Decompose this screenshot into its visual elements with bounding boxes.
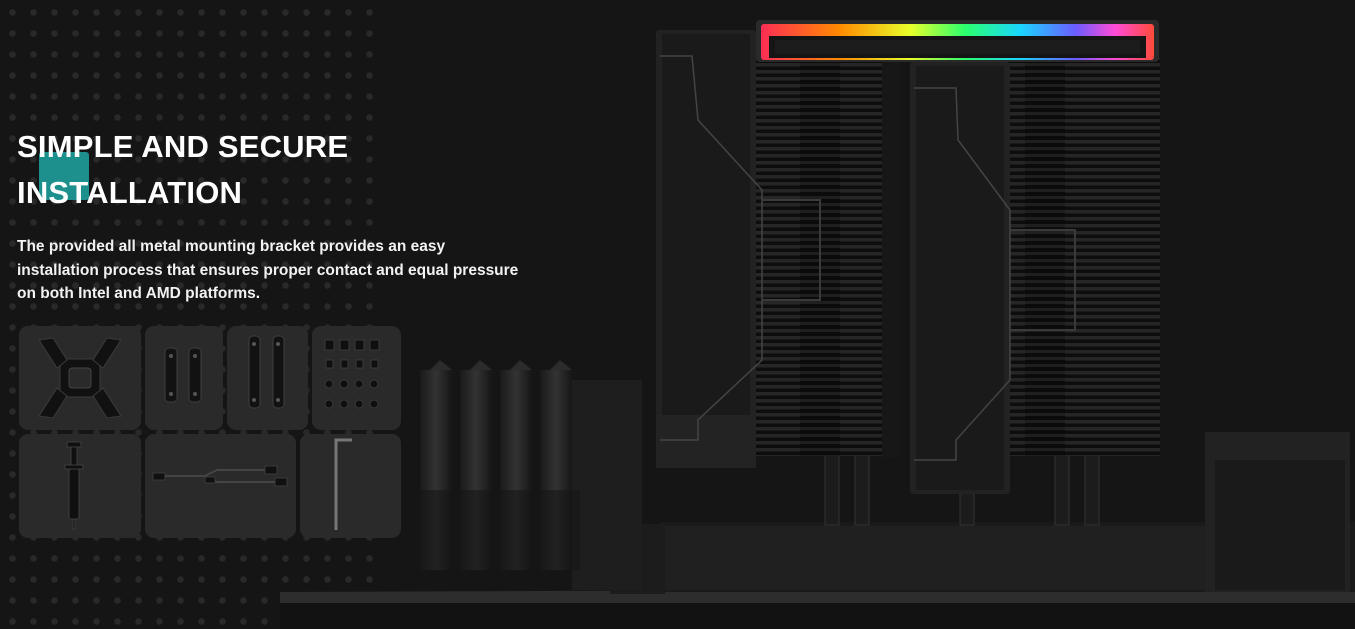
- section-title: SIMPLE AND SECURE INSTALLATION: [17, 124, 437, 216]
- mounting-bracket-icon: [38, 337, 122, 419]
- accessory-splitter-cable: [145, 434, 296, 538]
- accent-square: [39, 152, 89, 200]
- accessory-screws: [312, 326, 401, 430]
- intel-bars-icon: [164, 347, 202, 403]
- splitter-cable-icon: [152, 465, 288, 487]
- section-description: The provided all metal mounting bracket …: [17, 238, 519, 302]
- screws-icon: [324, 339, 380, 409]
- accessory-hex-wrench: [300, 434, 401, 538]
- accessory-intel-bars: [145, 326, 223, 430]
- cpu-cooler-illustration: [280, 20, 1355, 629]
- title-line-1: SIMPLE AND SECURE: [17, 129, 349, 164]
- accessory-amd-bars: [227, 326, 308, 430]
- amd-bars-icon: [248, 335, 285, 409]
- title-line-2: INSTALLATION: [17, 175, 243, 210]
- accessory-thermal-paste: [19, 434, 141, 538]
- syringe-icon: [64, 441, 84, 530]
- hex-wrench-icon: [334, 438, 352, 530]
- accessory-mounting-bracket: [19, 326, 141, 430]
